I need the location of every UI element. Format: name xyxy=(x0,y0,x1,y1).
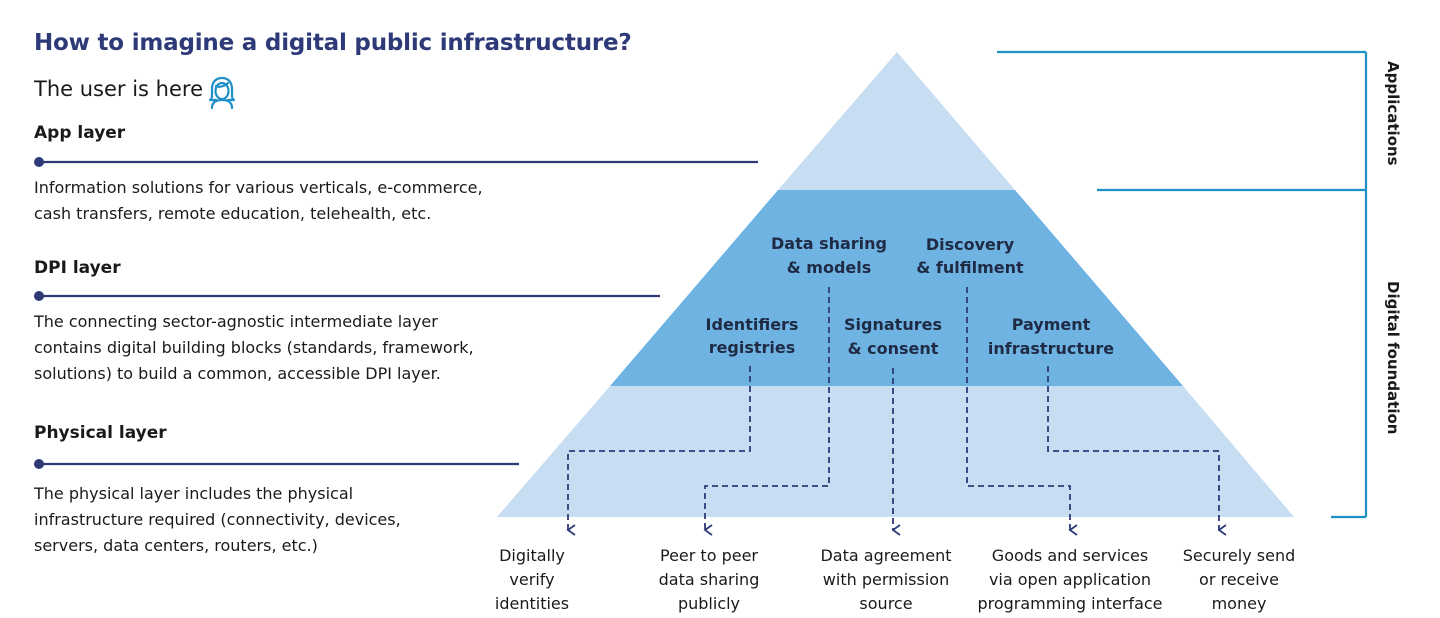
physical-layer-connector xyxy=(34,459,519,469)
user-location-text: The user is here xyxy=(34,77,203,101)
connector-discovery xyxy=(966,287,1078,536)
outcome-data-agreement: Data agreement with permission source xyxy=(820,546,951,613)
block-identifiers: Identifiers registries xyxy=(706,315,799,357)
svg-text:Identifiers: Identifiers xyxy=(706,315,799,334)
block-data-sharing: Data sharing & models xyxy=(771,234,887,277)
page-title: How to imagine a digital public infrastr… xyxy=(34,30,632,56)
outcome-verify-identities: Digitally verify identities xyxy=(495,546,569,613)
dpi-layer-desc-line: solutions) to build a common, accessible… xyxy=(34,364,441,383)
svg-text:source: source xyxy=(859,594,912,613)
dpi-layer-description: The connecting sector-agnostic intermedi… xyxy=(34,309,474,387)
svg-text:publicly: publicly xyxy=(678,594,740,613)
outcome-goods-services: Goods and services via open application … xyxy=(977,546,1162,613)
pyramid-top-band xyxy=(778,52,1015,190)
svg-text:via open application: via open application xyxy=(989,570,1151,589)
svg-text:Goods and services: Goods and services xyxy=(992,546,1148,565)
physical-layer-desc-line: infrastructure required (connectivity, d… xyxy=(34,510,401,529)
svg-text:with permission: with permission xyxy=(823,570,949,589)
connector-identifiers xyxy=(566,366,751,536)
app-layer-desc-line: cash transfers, remote education, telehe… xyxy=(34,204,432,223)
svg-text:Payment: Payment xyxy=(1012,315,1091,334)
svg-text:verify: verify xyxy=(509,570,554,589)
pyramid-middle-band xyxy=(610,190,1183,386)
svg-text:Discovery: Discovery xyxy=(926,235,1015,254)
svg-text:identities: identities xyxy=(495,594,569,613)
outcome-send-money: Securely send or receive money xyxy=(1183,546,1295,613)
svg-text:infrastructure: infrastructure xyxy=(988,339,1114,358)
svg-text:Digitally: Digitally xyxy=(499,546,565,565)
digital-foundation-bracket xyxy=(1331,190,1368,519)
physical-layer-desc-line: The physical layer includes the physical xyxy=(34,484,354,503)
block-payment: Payment infrastructure xyxy=(988,315,1114,358)
svg-text:data sharing: data sharing xyxy=(659,570,760,589)
applications-bracket xyxy=(997,50,1368,192)
svg-text:& consent: & consent xyxy=(848,339,939,358)
pyramid-bottom-band xyxy=(497,386,1294,517)
svg-text:Data sharing: Data sharing xyxy=(771,234,887,253)
svg-text:registries: registries xyxy=(709,338,796,357)
svg-text:Signatures: Signatures xyxy=(844,315,942,334)
svg-text:Peer to peer: Peer to peer xyxy=(660,546,758,565)
dpi-layer-title: DPI layer xyxy=(34,258,121,278)
svg-text:Data agreement: Data agreement xyxy=(820,546,951,565)
svg-text:programming interface: programming interface xyxy=(977,594,1162,613)
applications-label: Applications xyxy=(1384,61,1402,166)
app-layer-title: App layer xyxy=(34,123,126,143)
app-layer-connector xyxy=(34,157,758,167)
svg-text:& fulfilment: & fulfilment xyxy=(916,258,1024,277)
connector-data-sharing xyxy=(703,287,830,536)
dpi-layer-connector xyxy=(34,291,660,301)
app-layer-desc-line: Information solutions for various vertic… xyxy=(34,178,483,197)
block-signatures: Signatures & consent xyxy=(844,315,942,358)
dpi-layer-desc-line: The connecting sector-agnostic intermedi… xyxy=(34,312,438,331)
digital-foundation-label: Digital foundation xyxy=(1384,281,1402,435)
physical-layer-description: The physical layer includes the physical… xyxy=(34,481,401,559)
svg-text:& models: & models xyxy=(787,258,872,277)
svg-text:Securely send: Securely send xyxy=(1183,546,1295,565)
connector-payment xyxy=(1047,366,1227,536)
user-woman-icon xyxy=(208,76,236,109)
svg-text:money: money xyxy=(1212,594,1267,613)
svg-text:or receive: or receive xyxy=(1199,570,1279,589)
physical-layer-desc-line: servers, data centers, routers, etc.) xyxy=(34,536,318,555)
dpi-layer-desc-line: contains digital building blocks (standa… xyxy=(34,338,474,357)
app-layer-description: Information solutions for various vertic… xyxy=(34,175,483,227)
block-discovery: Discovery & fulfilment xyxy=(916,235,1024,277)
outcome-peer-data-sharing: Peer to peer data sharing publicly xyxy=(659,546,760,613)
physical-layer-title: Physical layer xyxy=(34,423,167,443)
